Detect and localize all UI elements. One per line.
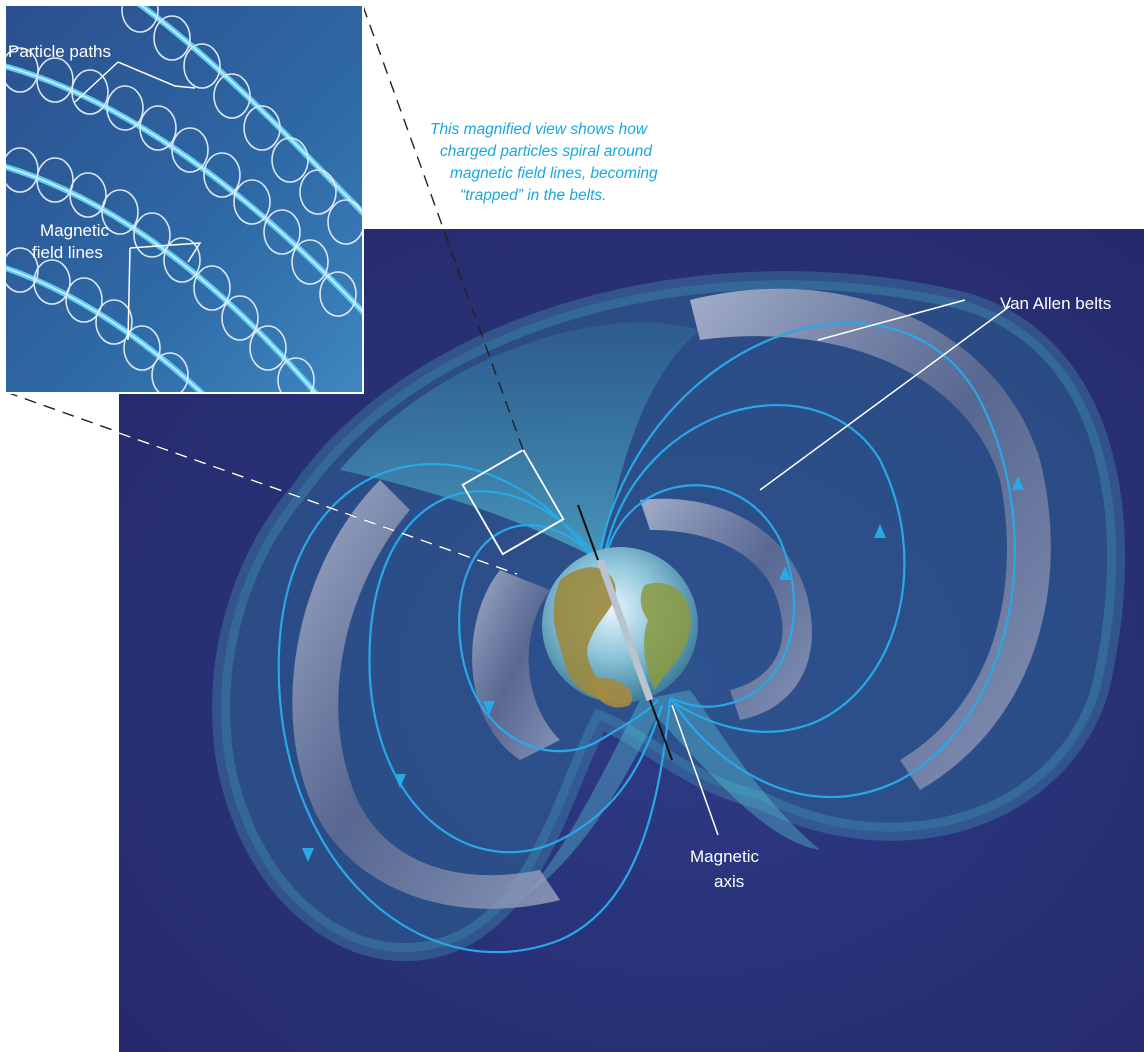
arrow-1 xyxy=(302,848,314,862)
field-line-inner-right xyxy=(604,484,796,708)
field-lines-leader-2 xyxy=(127,247,131,341)
outer-belt-left xyxy=(292,480,560,909)
field-line-mid-right xyxy=(603,404,906,733)
van-allen-leader-outer xyxy=(817,299,966,341)
axis-north-stub xyxy=(577,504,599,561)
field-line-mid-left xyxy=(368,490,664,854)
field-lines xyxy=(277,322,1016,954)
caption-line-1: This magnified view shows how xyxy=(430,121,649,138)
arrow-6 xyxy=(779,566,791,580)
label-magnetic-axis-1: Magnetic xyxy=(690,847,759,866)
label-van-allen-belts: Van Allen belts xyxy=(1000,294,1111,313)
caption-line-3: magnetic field lines, becoming xyxy=(450,165,658,182)
magnified-inset xyxy=(4,4,364,394)
field-lines-leader xyxy=(129,242,202,263)
field-line-outer-right xyxy=(598,322,1016,799)
caption-line-2: charged particles spiral around xyxy=(440,143,653,160)
arrow-2 xyxy=(394,774,406,788)
arrow-4 xyxy=(1012,476,1024,490)
van-allen-leader-inner xyxy=(759,305,1011,491)
caption-line-4: “trapped” in the belts. xyxy=(460,187,606,204)
label-magnetic-axis-2: axis xyxy=(714,872,744,891)
inner-belt-right xyxy=(640,498,812,720)
particle-paths-leader xyxy=(117,61,196,89)
axis-rod xyxy=(596,558,654,702)
inner-belt-left xyxy=(472,570,560,760)
label-magnetic-field-lines-2: field lines xyxy=(32,243,103,262)
arrow-3 xyxy=(483,701,495,715)
field-line-outer-left xyxy=(277,463,672,954)
continent-americas xyxy=(553,567,616,700)
arrow-5 xyxy=(874,524,886,538)
axis-leader-line xyxy=(671,704,719,836)
continent-africa xyxy=(640,582,691,690)
continent-south xyxy=(590,678,633,708)
magnified-region-box xyxy=(461,448,565,556)
particle-paths-leader-2 xyxy=(74,61,119,103)
axis-south-stub xyxy=(649,699,673,761)
south-funnel-glow xyxy=(520,690,820,900)
label-magnetic-field-lines-1: Magnetic xyxy=(40,221,109,240)
label-particle-paths: Particle paths xyxy=(8,42,111,61)
inset-particle-spirals xyxy=(5,5,363,393)
earth xyxy=(542,547,698,708)
field-line-arrows xyxy=(302,476,1024,862)
field-line-inner-left xyxy=(458,524,659,753)
zoom-connector-bottom-right xyxy=(118,432,518,575)
